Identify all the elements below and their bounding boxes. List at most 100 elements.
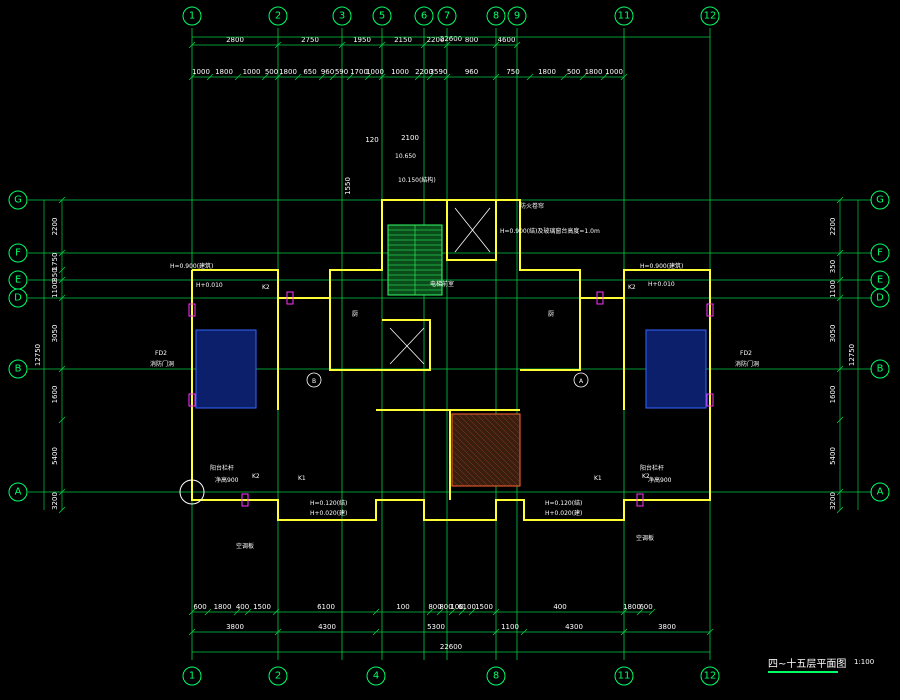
elevator-cross: [454, 207, 491, 253]
bottom-dim-row1-tick: [648, 608, 656, 616]
axis-bubble: [8, 288, 28, 308]
axis-label-bottom: 4: [373, 671, 379, 682]
bottom-dim-row1-value: 6100: [458, 603, 476, 611]
top-dim-row2-value: 650: [303, 68, 316, 76]
bottom-dim-row1-value: 1800: [214, 603, 232, 611]
hatch-line: [451, 413, 521, 483]
height-right: H=0.900(建筑): [640, 262, 683, 270]
axis-bubble: [8, 190, 28, 210]
left-dim-value: 1750: [51, 253, 59, 271]
window-marker: [188, 393, 196, 407]
right-dim-value: 1600: [829, 386, 837, 404]
bottom-dim-row1-value: 600: [639, 603, 652, 611]
top-dim-row2-value: 960: [321, 68, 334, 76]
k1-label: K1: [298, 475, 306, 482]
axis-label-left: G: [14, 195, 22, 206]
axis-bubble: [870, 482, 890, 502]
left-dim-value: 3050: [51, 325, 59, 343]
left-dim-tick: [58, 249, 66, 257]
hatch-line: [469, 413, 521, 465]
bottom-dim-row1-tick: [620, 608, 628, 616]
left-dim-value: 3200: [51, 492, 59, 510]
top-dim-row2-value: 1800: [279, 68, 297, 76]
room-label-right: 厨: [548, 311, 554, 318]
elevator-shaft-left: [382, 319, 431, 371]
window-marker: [286, 291, 294, 305]
right-dim-tick: [836, 506, 844, 514]
elevation-lift: 10.150(結构): [398, 176, 436, 184]
axis-label-left: E: [15, 275, 21, 286]
top-dim-row2-tick: [492, 73, 500, 81]
bottom-total-dim: 22600: [440, 643, 462, 651]
bottom-dim-row1-value: 1800: [623, 603, 641, 611]
bathroom-left: [195, 329, 257, 409]
axis-bubble: [507, 6, 527, 26]
bottom-dim-row2-tick: [706, 628, 714, 636]
top-dim-row2-tick: [620, 73, 628, 81]
hatch-line: [451, 461, 477, 487]
bottom-dim-row1-tick: [468, 608, 476, 616]
left-dim-tick: [58, 488, 66, 496]
bottom-dim-row1-tick: [204, 608, 212, 616]
top-dim-row2-value: 750: [506, 68, 519, 76]
elevator-cross: [389, 327, 425, 365]
axis-bubble: [332, 6, 352, 26]
bottom-dim-row1-tick: [272, 608, 280, 616]
top-dim-row2-tick: [378, 73, 386, 81]
left-dim-tick: [58, 294, 66, 302]
bottom-dim-row1-tick: [244, 608, 252, 616]
top-dim-row2-value: 1000: [391, 68, 409, 76]
bottom-dim-row1-value: 800: [428, 603, 441, 611]
top-dim-row2-tick: [234, 73, 242, 81]
window-marker: [706, 303, 714, 317]
axis-label-bottom: 12: [704, 671, 717, 682]
left-dim-tick: [58, 266, 66, 274]
top-dim-row1-value: 800: [465, 36, 478, 44]
hatch-line: [451, 467, 471, 487]
bottom-dim-row1-value: 800: [439, 603, 452, 611]
ac-board-right: 空调板: [636, 534, 654, 542]
bottom-dim-row2-value: 4300: [565, 623, 583, 631]
axis-label-bottom: 11: [618, 671, 631, 682]
top-dim-row2-value: 590: [335, 68, 348, 76]
left-dim-tick: [58, 416, 66, 424]
top-dim-row2-value: 3590: [430, 68, 448, 76]
top-dim-row2-tick: [579, 73, 587, 81]
top-dim-row2-value: 1800: [538, 68, 556, 76]
top-dim-row2-tick: [560, 73, 568, 81]
top-dim-row2-value: 1000: [605, 68, 623, 76]
top-dim-row2-tick: [414, 73, 422, 81]
axis-bubble: [486, 6, 506, 26]
balcony-rail-right: 阳台栏杆: [640, 464, 664, 472]
drawing-title: 四~十五层平面图: [768, 659, 847, 670]
axis-label-right: G: [876, 195, 884, 206]
top-dim-row2-tick: [274, 73, 282, 81]
window-marker: [596, 291, 604, 305]
axis-label-top: 8: [493, 11, 499, 22]
top-dim-row2-value: 2200: [415, 68, 433, 76]
axis-bubble: [182, 666, 202, 686]
bottom-dim-row1-value: 400: [236, 603, 249, 611]
top-dim-row2-value: 1000: [192, 68, 210, 76]
drawing-title-block: 四~十五层平面图 1:100: [768, 655, 878, 679]
top-dim-row2-tick: [329, 73, 337, 81]
left-dim-tick: [58, 365, 66, 373]
bottom-dim-row2-tick: [188, 628, 196, 636]
top-dim-row1-value: 4600: [498, 36, 516, 44]
axis-bubble: [614, 6, 634, 26]
hatch-line: [451, 425, 513, 487]
room-fills: [188, 224, 714, 507]
right-dim-value: 3200: [829, 492, 837, 510]
top-dim-row2-value: 1700: [350, 68, 368, 76]
fd-note-left: 消防门洞: [150, 360, 174, 368]
balcony-height-left: 净高900: [215, 476, 239, 484]
top-dim-row2-tick: [294, 73, 302, 81]
right-dim-tick: [836, 365, 844, 373]
top-dim-row2-tick: [443, 73, 451, 81]
wall-kitchen-right: [520, 298, 581, 371]
left-dim-value: 5400: [51, 447, 59, 465]
bottom-dim-row1-value: 100: [450, 603, 463, 611]
axis-bubble: [437, 6, 457, 26]
